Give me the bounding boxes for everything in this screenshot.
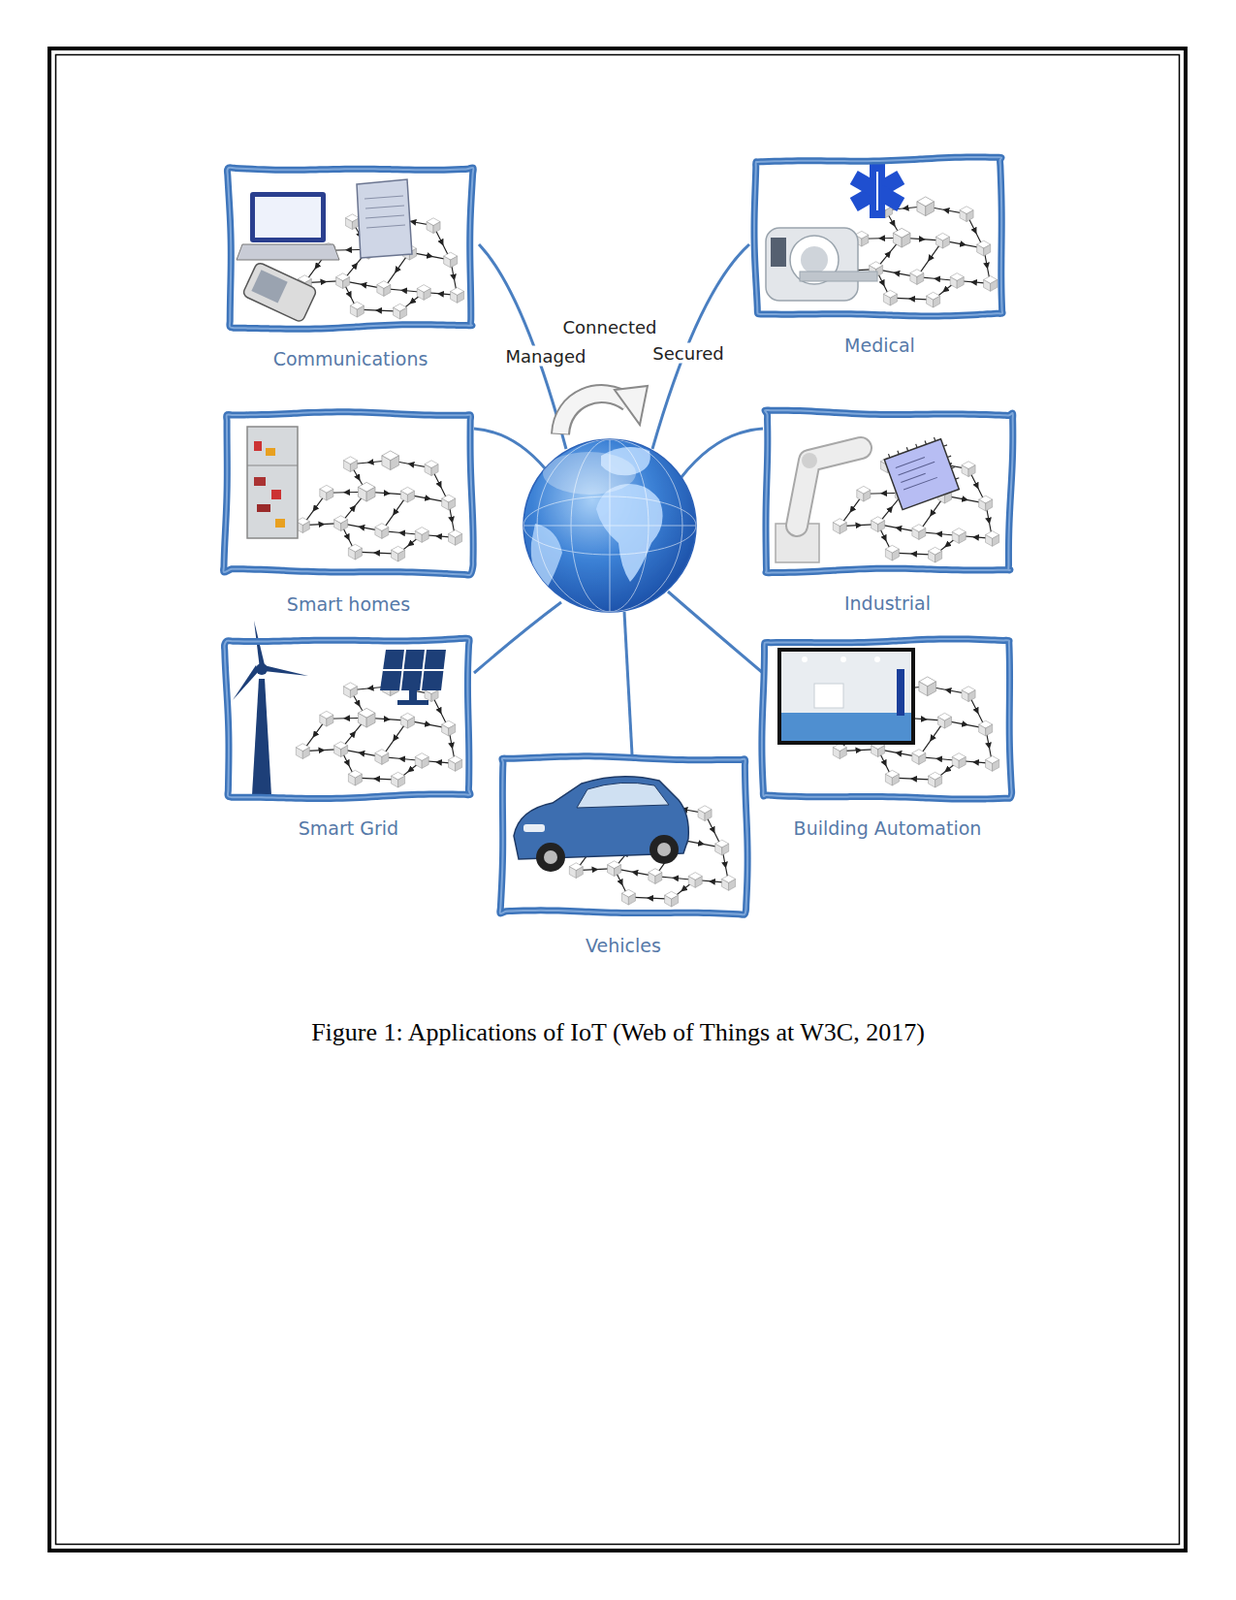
border-outline [761,638,1013,799]
box-caption: Smart homes [221,593,476,616]
medical-devices [765,163,905,301]
border-highlight [761,638,1013,799]
application-label: Medical [752,334,1008,357]
border-outline [223,637,471,798]
wavy-border [221,633,476,801]
application-label: Industrial [760,592,1015,615]
border-outline [754,157,1003,317]
application-box: Building Automation [760,636,1015,840]
application-box: Smart homes [221,410,476,616]
wavy-border [752,155,1008,318]
application-box: Vehicles [497,754,750,957]
application-label: Smart homes [221,593,476,616]
communication-devices [236,179,412,323]
border-outline [222,412,474,575]
wavy-border [223,162,477,332]
box-caption: Vehicles [497,934,750,957]
application-box: Industrial [760,408,1015,615]
wavy-border [497,754,750,919]
box-caption: Industrial [760,592,1015,615]
hub-spokes [474,244,763,755]
wavy-border [221,410,476,577]
industrial-robot [775,434,963,563]
border-outline [500,756,748,916]
application-box: Communications [223,162,477,371]
border-highlight [222,412,474,575]
application-label: Communications [223,348,477,371]
car-icon [513,776,689,872]
border-highlight [754,157,1003,317]
wavy-border [760,636,1015,801]
application-label: Building Automation [760,817,1015,840]
energy-icons [232,620,446,795]
box-caption: Medical [752,334,1008,357]
globe [523,439,697,612]
border-outline [226,167,474,329]
box-caption: Building Automation [760,817,1015,840]
fridge-icon [247,426,298,539]
wavy-border [760,408,1015,576]
hub-property-label: Connected [560,316,661,338]
border-highlight [764,410,1014,573]
application-box: Medical [752,155,1008,357]
box-caption: Smart Grid [221,817,476,840]
building-room [777,647,916,745]
border-outline [764,410,1014,573]
box-caption: Communications [223,348,477,371]
hub-property-label: Secured [649,343,727,364]
cycle-arrow [560,385,648,435]
hub-property-label: Managed [503,346,590,367]
application-box: Smart Grid [221,633,476,840]
figure-caption: Figure 1: Applications of IoT (Web of Th… [58,1016,1178,1048]
border-highlight [226,167,474,329]
border-highlight [223,637,471,798]
border-highlight [500,756,748,916]
page-frame [49,48,1186,1551]
application-label: Vehicles [497,934,750,957]
application-label: Smart Grid [221,817,476,840]
